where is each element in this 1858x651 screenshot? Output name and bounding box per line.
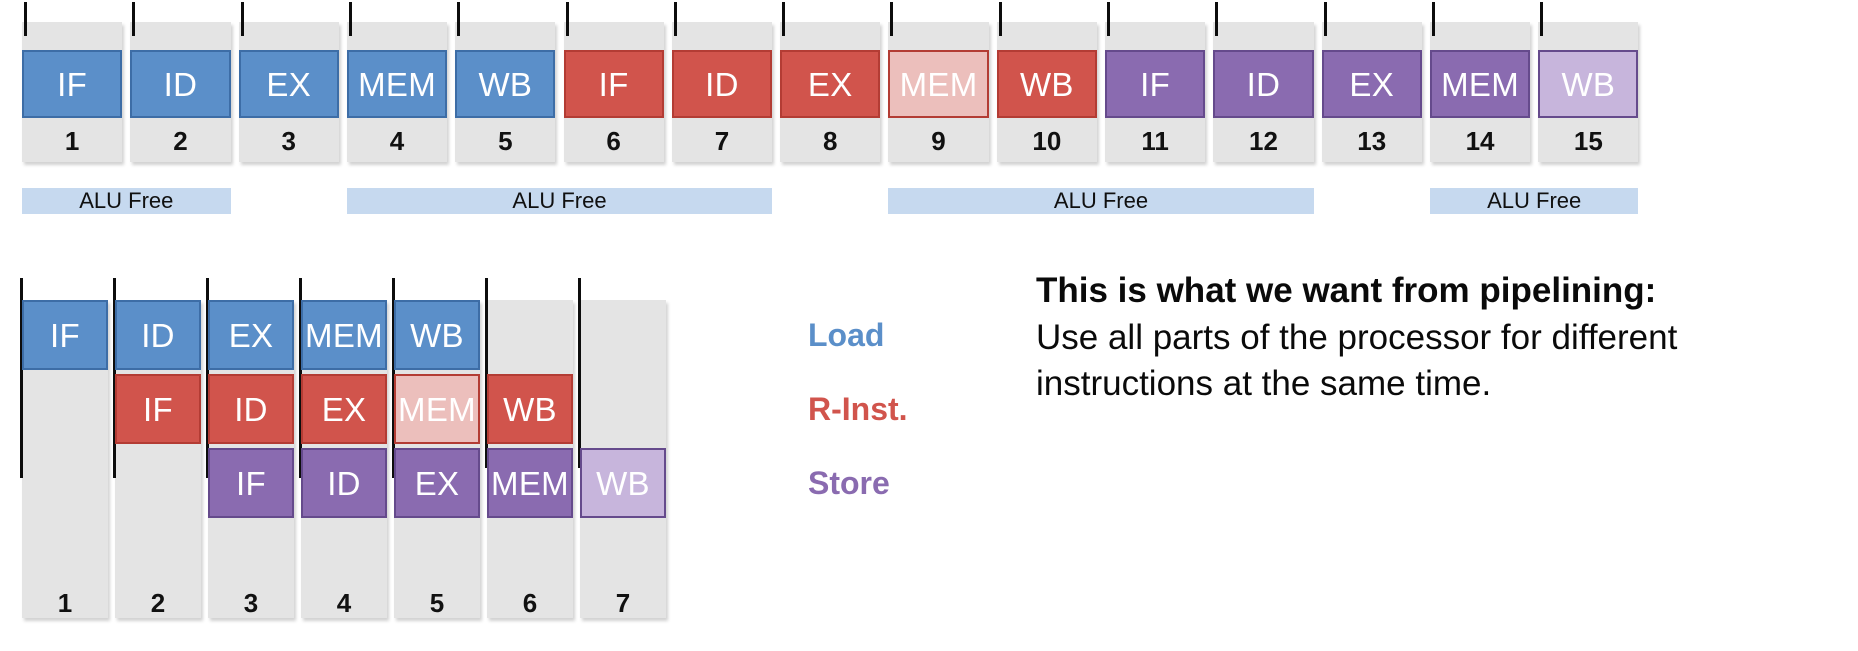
cycle-tick-mark — [1323, 2, 1327, 36]
cycle-number: 4 — [389, 125, 405, 156]
pipeline-stage-cell: MEM — [346, 50, 448, 118]
pipeline-stage-cell: WB — [394, 300, 480, 370]
cycle-number: 1 — [64, 125, 80, 156]
cycle-number: 5 — [429, 587, 445, 618]
cycle-number: 11 — [1141, 125, 1169, 156]
cycle-tick-mark — [565, 2, 569, 36]
pipeline-stage-cell: EX — [301, 374, 387, 444]
pipeline-stage-cell: MEM — [301, 300, 387, 370]
cycle-tick-mark — [673, 2, 677, 36]
pipeline-stage-cell: ID — [115, 300, 201, 370]
pipeline-stage-cell: MEM — [1429, 50, 1531, 118]
cycle-tick-mark — [1215, 2, 1219, 36]
cycle-tick-mark — [578, 278, 581, 468]
cycle-number: 4 — [336, 587, 352, 618]
pipeline-stage-cell: EX — [780, 50, 881, 118]
cycle-number: 10 — [1032, 125, 1062, 156]
cycle-number: 7 — [615, 587, 631, 618]
cycle-tick-mark — [392, 278, 395, 478]
cycle-number: 9 — [931, 125, 946, 156]
caption-block: This is what we want from pipelining: Us… — [1036, 268, 1848, 408]
cycle-tick-mark — [782, 2, 786, 36]
cycle-number: 6 — [522, 587, 538, 618]
cycle-number: 12 — [1248, 125, 1278, 156]
cycle-number: 1 — [57, 587, 73, 618]
cycle-number: 14 — [1465, 125, 1495, 156]
pipeline-stage-cell: EX — [394, 448, 480, 518]
pipeline-stage-cell: EX — [238, 50, 339, 118]
pipeline-stage-cell: WB — [1538, 50, 1639, 118]
pipeline-stage-cell: ID — [130, 50, 231, 118]
pipeline-stage-cell: IF — [22, 300, 108, 370]
alu-free-bar: ALU Free — [22, 188, 231, 214]
cycle-tick-mark — [348, 2, 352, 36]
cycle-tick-mark — [240, 2, 244, 36]
pipeline-stage-cell: IF — [1105, 50, 1206, 118]
pipeline-stage-cell: IF — [208, 448, 294, 518]
pipeline-stage-cell: WB — [996, 50, 1097, 118]
cycle-number: 3 — [243, 587, 259, 618]
pipeline-stage-cell: ID — [301, 448, 387, 518]
cycle-tick-mark — [20, 278, 23, 478]
cycle-number: 7 — [714, 125, 730, 156]
pipeline-stage-cell: WB — [580, 448, 666, 518]
cycle-tick-mark — [1431, 2, 1435, 36]
cycle-number: 13 — [1357, 125, 1387, 156]
alu-free-bar: ALU Free — [1429, 188, 1639, 214]
pipeline-stage-cell: WB — [487, 374, 573, 444]
cycle-number: 3 — [281, 125, 296, 156]
instruction-row-label: R-Inst. — [808, 390, 908, 427]
pipeline-stage-cell: ID — [671, 50, 773, 118]
cycle-tick-mark — [890, 2, 894, 36]
cycle-number: 5 — [498, 125, 513, 156]
instruction-row-label: Load — [808, 316, 885, 353]
cycle-tick-mark — [1540, 2, 1544, 36]
caption-body: Use all parts of the processor for diffe… — [1036, 317, 1678, 404]
cycle-tick-mark — [24, 2, 27, 36]
pipeline-stage-cell: ID — [208, 374, 294, 444]
cycle-tick-mark — [998, 2, 1002, 36]
pipeline-stage-cell: MEM — [394, 374, 480, 444]
pipeline-stage-cell: IF — [115, 374, 201, 444]
cycle-tick-mark — [299, 278, 302, 478]
instruction-row-label: Store — [808, 464, 890, 501]
pipeline-stage-cell: IF — [563, 50, 664, 118]
cycle-tick-mark — [132, 2, 136, 36]
cycle-number: 2 — [173, 125, 188, 156]
pipeline-stage-cell: WB — [455, 50, 556, 118]
pipeline-stage-cell: IF — [22, 50, 123, 118]
cycle-tick-mark — [113, 278, 116, 478]
cycle-tick-mark — [485, 278, 488, 468]
alu-free-bar: ALU Free — [888, 188, 1314, 214]
caption-heading: This is what we want from pipelining: — [1036, 271, 1657, 310]
cycle-tick-mark — [206, 278, 209, 478]
cycle-tick-mark — [1107, 2, 1110, 36]
pipeline-stage-cell: ID — [1213, 50, 1314, 118]
cycle-tick-mark — [457, 2, 461, 36]
pipeline-stage-cell: EX — [208, 300, 294, 370]
cycle-number: 6 — [606, 125, 621, 156]
pipeline-stage-cell: MEM — [487, 448, 573, 518]
pipeline-stage-cell: MEM — [888, 50, 989, 118]
pipeline-stage-cell: EX — [1321, 50, 1422, 118]
cycle-number: 15 — [1573, 125, 1603, 156]
alu-free-bar: ALU Free — [346, 188, 773, 214]
cycle-number: 2 — [150, 587, 166, 618]
cycle-number: 8 — [823, 125, 838, 156]
